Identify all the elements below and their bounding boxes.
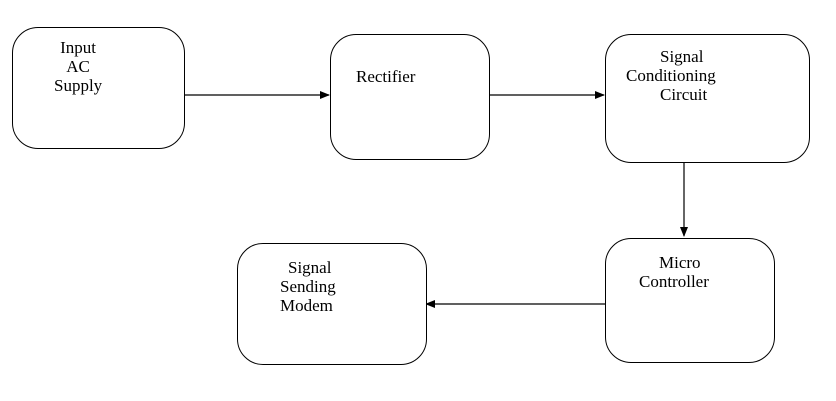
label-line: Controller bbox=[639, 272, 709, 291]
label-line: Signal bbox=[660, 47, 704, 66]
block-signal-sending-modem: Signal Sending Modem bbox=[237, 243, 427, 365]
label-line: Micro bbox=[659, 253, 701, 272]
label-line: Rectifier bbox=[356, 67, 416, 86]
label-rectifier: Rectifier bbox=[356, 67, 415, 86]
label-signal-conditioning-circuit: Signal Conditioning Circuit bbox=[626, 47, 776, 104]
label-line: Conditioning bbox=[626, 66, 716, 85]
label-line: Modem bbox=[280, 296, 333, 315]
block-micro-controller: Micro Controller bbox=[605, 238, 775, 363]
label-line: AC bbox=[66, 57, 90, 76]
block-rectifier: Rectifier bbox=[330, 34, 490, 160]
label-input-ac-supply: Input AC Supply bbox=[54, 38, 102, 95]
label-line: Input bbox=[60, 38, 97, 57]
label-line: Signal bbox=[288, 258, 332, 277]
label-line: Circuit bbox=[660, 85, 708, 104]
label-signal-sending-modem: Signal Sending Modem bbox=[280, 258, 370, 315]
label-micro-controller: Micro Controller bbox=[639, 253, 749, 291]
block-signal-conditioning-circuit: Signal Conditioning Circuit bbox=[605, 34, 810, 163]
label-line: Supply bbox=[54, 76, 103, 95]
label-line: Sending bbox=[280, 277, 336, 296]
block-input-ac-supply: Input AC Supply bbox=[12, 27, 185, 149]
